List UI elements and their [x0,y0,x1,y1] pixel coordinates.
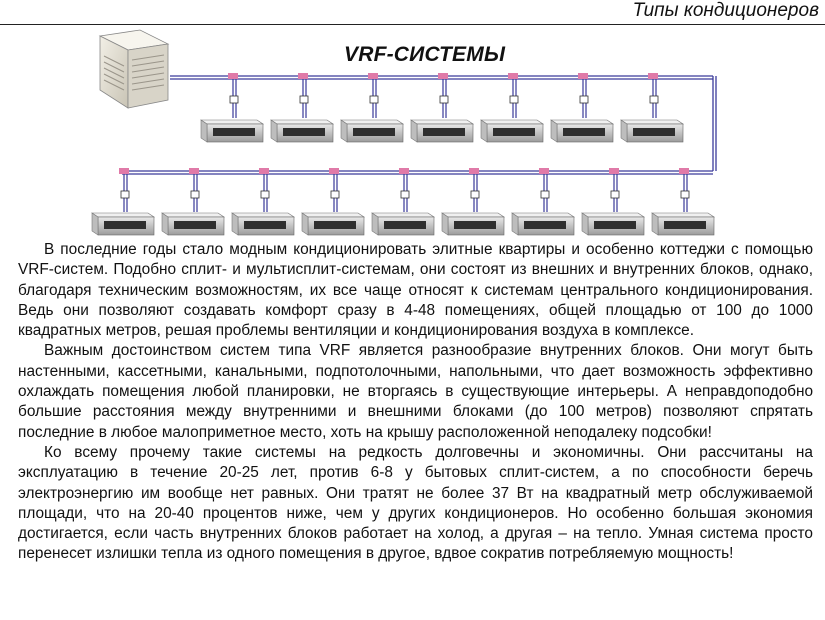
diagram-title: VRF-СИСТЕМЫ [344,43,506,66]
branch-valve [229,95,239,104]
branch-valve [649,95,659,104]
branch-valve [299,95,309,104]
pipe-joint [189,168,199,174]
pipe-joint [648,73,658,79]
indoor-units-lower-row [91,212,715,236]
paragraph-3: Ко всему прочему такие системы на редкос… [18,443,813,563]
branch-valve [190,190,200,199]
indoor-unit-icon [231,212,295,236]
pipe-joint [539,168,549,174]
branch-valve [120,190,130,199]
branch-valve [400,190,410,199]
branch-valve [260,190,270,199]
indoor-unit-icon [651,212,715,236]
indoor-unit-icon [340,119,404,143]
indoor-unit-icon [91,212,155,236]
indoor-unit-icon [581,212,645,236]
indoor-unit-icon [550,119,614,143]
pipe-joint [438,73,448,79]
vrf-system-diagram [91,29,717,236]
branch-valve [369,95,379,104]
pipe-joint [329,168,339,174]
branch-valve [610,190,620,199]
outdoor-unit-icon [98,29,170,109]
indoor-unit-icon [200,119,264,143]
branch-valve [330,190,340,199]
pipe-joint [368,73,378,79]
pipe-joint [119,168,129,174]
paragraph-2: Важным достоинством систем типа VRF явля… [18,342,813,441]
pipe-joint [298,73,308,79]
branch-valve [439,95,449,104]
pipe-joint [508,73,518,79]
pipe-joint [578,73,588,79]
refrigerant-pipes [119,73,717,212]
indoor-units-upper-row [200,119,684,143]
branch-valve [470,190,480,199]
indoor-unit-icon [371,212,435,236]
indoor-unit-icon [441,212,505,236]
pipe-joint [399,168,409,174]
indoor-unit-icon [161,212,225,236]
pipe-joint [228,73,238,79]
pipe-joint [679,168,689,174]
indoor-unit-icon [620,119,684,143]
pipe-joint [259,168,269,174]
pipe-joint [469,168,479,174]
indoor-unit-icon [270,119,334,143]
indoor-unit-icon [301,212,365,236]
article-body: В последние годы стало модным кондициони… [18,240,813,565]
branch-valve [579,95,589,104]
branch-valve [540,190,550,199]
indoor-unit-icon [511,212,575,236]
branch-valve [509,95,519,104]
section-title: Типы кондиционеров [632,0,819,21]
indoor-unit-icon [480,119,544,143]
paragraph-1: В последние годы стало модным кондициони… [18,241,813,340]
indoor-unit-icon [410,119,474,143]
header-rule [0,24,825,25]
pipe-joint [609,168,619,174]
branch-valve [680,190,690,199]
